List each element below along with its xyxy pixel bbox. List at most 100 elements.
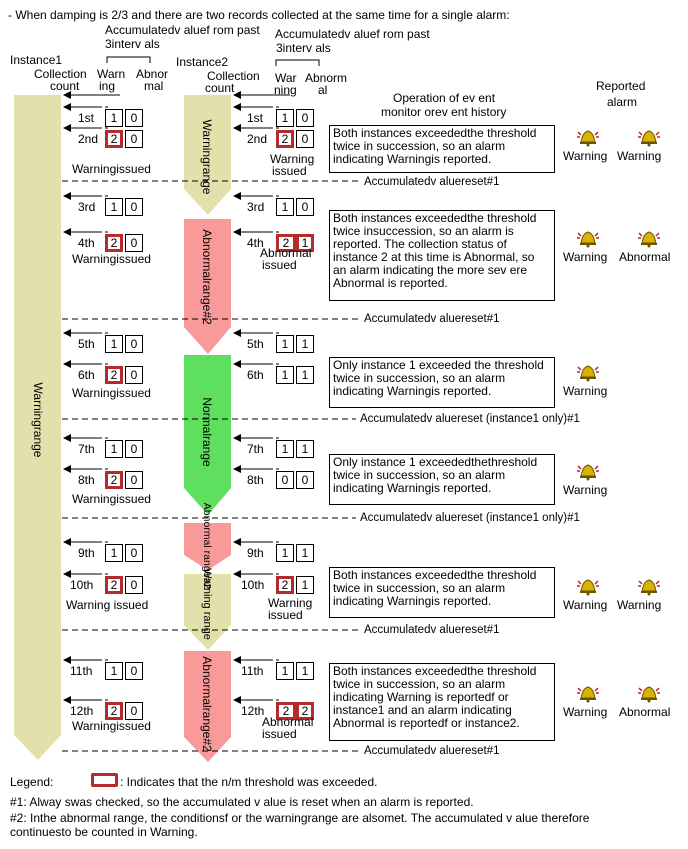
- warning-count-cell-2: 1: [276, 440, 294, 458]
- collection-count-2: 12th: [241, 704, 265, 718]
- issued2-label: Abnormal: [260, 246, 312, 260]
- collection-count-2: 11th: [241, 664, 264, 678]
- collection-count-1: 11th: [70, 664, 93, 678]
- warning-count-cell-2: 1: [276, 366, 294, 384]
- abnormal-col-2: Abnorm: [305, 71, 348, 85]
- abnormal-count-cell-2: 0: [296, 471, 314, 489]
- inst2-warning-range-1: [184, 95, 231, 215]
- issued1-label: Warningissued: [72, 492, 151, 506]
- operation-box: Both instances exceededthe threshold twi…: [329, 663, 555, 741]
- operation-header: Operation of ev ent: [393, 91, 496, 105]
- reported-alarm-label: Abnormal: [619, 250, 671, 264]
- acc-header-2: Accumulatedv aluef rom past: [275, 27, 430, 41]
- alarm-bell-icon: [637, 683, 660, 703]
- collection-count-1: 2nd: [78, 132, 99, 146]
- warning-count-cell-1: 1: [105, 544, 123, 562]
- reset-label: Accumulatedv aluereset#1: [364, 176, 500, 188]
- reported-alarm-label: Warning: [563, 705, 608, 719]
- abnormal-count-cell-1: 0: [125, 234, 143, 252]
- reported-header: Reported: [596, 79, 646, 93]
- alarm-bell-icon: [576, 228, 599, 248]
- inst2-n1-label: Normalrange: [200, 397, 214, 467]
- warning-col-2: War: [275, 71, 297, 85]
- alarm-bell-icon: [576, 576, 599, 596]
- warning-count-cell-1: 1: [105, 109, 123, 127]
- warning-count-cell-1: 2: [105, 234, 123, 252]
- abnormal-count-cell-2: 1: [296, 366, 314, 384]
- collection-count-2: 4th: [247, 236, 264, 250]
- collection-count-1: 3rd: [78, 200, 96, 214]
- warning-col-1: Warn: [97, 67, 126, 81]
- reset-label: Accumulatedv aluereset (instance1 only)#…: [360, 512, 580, 524]
- warning-count-cell-1: 1: [105, 335, 123, 353]
- abnormal-count-cell-1: 0: [125, 198, 143, 216]
- heading: - When damping is 2/3 and there are two …: [8, 8, 510, 22]
- inst1-warning-range: [14, 95, 61, 760]
- collection-count-2: 10th: [241, 578, 265, 592]
- warning-count-cell-2: 2: [276, 702, 296, 720]
- collection-count-2: 6th: [247, 368, 264, 382]
- alarm-bell-icon: [576, 461, 599, 481]
- abnormal-col-1b: mal: [144, 79, 164, 93]
- warning-count-cell-1: 2: [105, 702, 123, 720]
- abnormal-count-cell-2: 0: [296, 109, 314, 127]
- reset-label: Accumulatedv aluereset#1: [364, 313, 500, 325]
- footnote-2b: continuesto be counted in Warning.: [10, 825, 198, 839]
- warning-col-1b: ing: [99, 79, 116, 93]
- footnote-1: #1: Alway swas checked, so the accumulat…: [10, 795, 474, 809]
- collection-count-1: 9th: [78, 546, 95, 560]
- warning-count-cell-1: 2: [105, 130, 123, 148]
- abnormal-count-cell-1: 0: [125, 109, 143, 127]
- warning-col-2b: ning: [274, 83, 297, 97]
- warning-count-cell-1: 2: [105, 471, 123, 489]
- issued2-label: Warning: [270, 152, 315, 166]
- warning-count-cell-2: 1: [276, 198, 294, 216]
- issued1-label: Warningissued: [72, 386, 151, 400]
- abnormal-count-cell-2: 0: [296, 198, 314, 216]
- abnormal-count-cell-1: 0: [125, 366, 143, 384]
- reported-alarm-label: Abnormal: [619, 705, 671, 719]
- alarm-bell-icon: [576, 362, 599, 382]
- legend-text: : Indicates that the n/m threshold was e…: [120, 775, 378, 789]
- abnormal-col-1: Abnor: [136, 67, 169, 81]
- abnormal-count-cell-1: 0: [125, 544, 143, 562]
- abnormal-count-cell-1: 0: [125, 471, 143, 489]
- inst2-warning-range-2: [184, 574, 231, 650]
- warning-count-cell-1: 1: [105, 440, 123, 458]
- warning-count-cell-2: 2: [276, 130, 294, 148]
- acc-header-1b: 3interv als: [105, 37, 160, 51]
- issued2-label-b: issued: [262, 727, 297, 741]
- reported-alarm-label: Warning: [563, 250, 608, 264]
- warning-count-cell-2: 1: [276, 662, 294, 680]
- inst2-abnormal-range-1: [184, 219, 231, 354]
- collection-count-2: 1st: [247, 111, 264, 125]
- acc-header-2b: 3interv als: [276, 41, 331, 55]
- abnormal-count-cell-1: 0: [125, 130, 143, 148]
- warning-count-cell-2: 2: [276, 576, 294, 594]
- collection-count-2: 2nd: [247, 132, 268, 146]
- reported-alarm-label: Warning: [563, 483, 608, 497]
- collection-count-1: 12th: [70, 704, 94, 718]
- inst1-warning-range-label: Warningrange: [31, 382, 45, 458]
- collection-count-1: 7th: [78, 442, 95, 456]
- acc-header-1: Accumulatedv aluef rom past: [105, 23, 260, 37]
- inst2-a3-label: Abnormalrange#2: [200, 656, 214, 752]
- legend-label: Legend:: [10, 775, 54, 789]
- collection-count-2: 3rd: [247, 200, 265, 214]
- collection-count-2: 8th: [247, 473, 264, 487]
- warning-count-cell-1: 2: [105, 366, 123, 384]
- warning-count-cell-2: 2: [276, 234, 296, 252]
- reported-alarm-label: Warning: [617, 598, 662, 612]
- collection-count-label-1: Collection: [34, 67, 87, 81]
- operation-header-b: monitor orev ent history: [381, 105, 507, 119]
- inst2-w1-label: Warningrange: [200, 119, 214, 195]
- reported-alarm-label: Warning: [563, 149, 608, 163]
- abnormal-count-cell-2: 0: [296, 130, 314, 148]
- collection-count-1: 5th: [78, 337, 95, 351]
- inst2-w2-label: Warning range: [201, 568, 213, 640]
- reported-header-b: alarm: [607, 95, 638, 109]
- alarm-bell-icon: [637, 127, 660, 147]
- collection-count-label-1b: count: [50, 79, 80, 93]
- operation-box: Both instances exceededthe threshold twi…: [329, 125, 555, 173]
